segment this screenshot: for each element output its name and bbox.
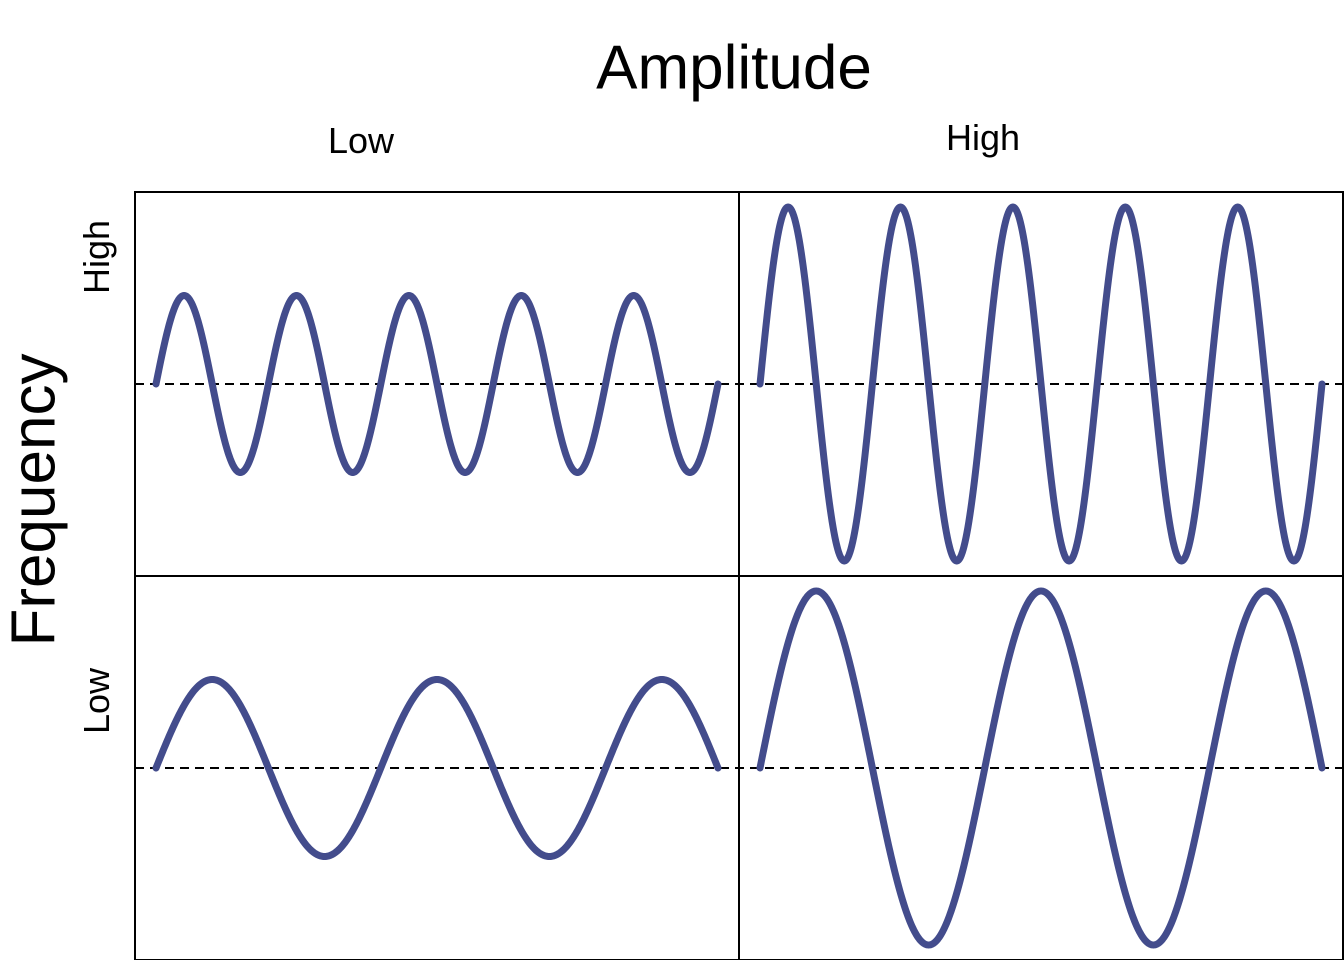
column-label-high: High <box>945 117 1021 158</box>
midlines <box>135 383 1343 769</box>
wave-low-frequency-high-amplitude <box>756 587 1326 949</box>
column-label-low: Low <box>327 120 395 161</box>
panel-borders <box>134 191 1344 960</box>
wave-low-frequency-low-amplitude <box>152 676 722 860</box>
wave-high-frequency-high-amplitude <box>756 203 1326 565</box>
column-title: Amplitude <box>596 33 872 103</box>
waves <box>152 203 1326 949</box>
wave-high-frequency-low-amplitude <box>152 292 722 476</box>
